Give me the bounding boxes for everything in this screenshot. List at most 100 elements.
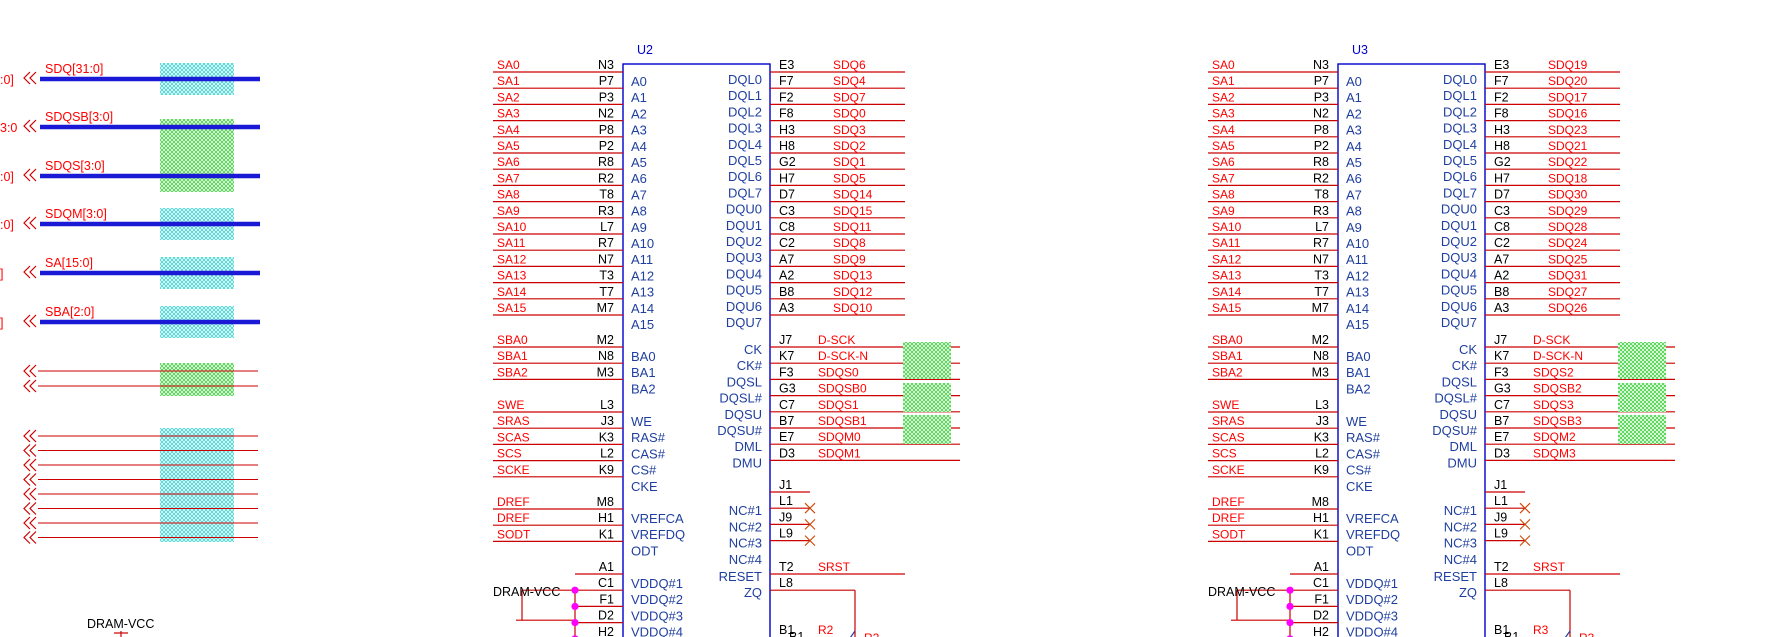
pin-number: G3 <box>1494 382 1511 396</box>
net-label: SDQ19 <box>1548 58 1588 72</box>
net-label: SDQ11 <box>833 220 872 234</box>
pin-number: H1 <box>598 511 614 525</box>
pin-number: L9 <box>1494 527 1508 541</box>
bus-label: SDQS[3:0] <box>45 159 105 173</box>
net-label: SDQ13 <box>833 269 873 283</box>
pin-number: N2 <box>1313 107 1329 121</box>
bus-entry-chevron <box>23 531 37 544</box>
pin-number: T7 <box>599 285 614 299</box>
net-label: SA14 <box>1212 285 1242 299</box>
net-label: SA14 <box>497 285 527 299</box>
pin-name: A7 <box>1346 187 1362 202</box>
no-connect-mark <box>1519 535 1531 546</box>
pin-name: DQL3 <box>1443 121 1477 136</box>
net-label: SA0 <box>497 58 520 72</box>
pin-number: H2 <box>598 625 614 637</box>
net-label: SDQM1 <box>818 446 861 460</box>
junction-dot <box>1286 619 1294 627</box>
net-label: DREF <box>1212 495 1245 509</box>
pin-number: A3 <box>1494 301 1509 315</box>
pin-name: DQL3 <box>728 121 762 136</box>
no-connect-mark <box>1519 502 1531 514</box>
pin-name: A13 <box>1346 285 1369 300</box>
pin-number: J3 <box>1316 414 1329 428</box>
pin-number: D7 <box>779 188 795 202</box>
pin-name: BA1 <box>1346 365 1371 380</box>
pin-name: A0 <box>1346 74 1362 89</box>
pin-name: VDDQ#1 <box>631 576 683 591</box>
pin-name: CKE <box>1346 479 1373 494</box>
pin-name: A4 <box>631 139 647 154</box>
pin-name: A10 <box>631 236 654 251</box>
net-label: SDQ6 <box>833 58 866 72</box>
net-label: DREF <box>497 495 530 509</box>
pin-name: A10 <box>1346 236 1369 251</box>
pin-number: J7 <box>1494 333 1507 347</box>
net-label: SDQSB3 <box>1533 414 1582 428</box>
pin-number: H8 <box>779 139 795 153</box>
pin-number: G2 <box>1494 155 1511 169</box>
pin-name: A5 <box>631 155 647 170</box>
pin-name: DQL0 <box>1443 72 1477 87</box>
bus-entry-chevron <box>23 473 37 486</box>
net-label: SDQM2 <box>1533 430 1576 444</box>
pin-number: D2 <box>1313 609 1329 623</box>
pin-number: H3 <box>779 123 795 137</box>
net-label: SDQS1 <box>818 398 859 412</box>
no-connect-mark <box>804 519 816 530</box>
pin-name: DQSU <box>724 407 762 422</box>
pin-name: DML <box>735 439 762 454</box>
pin-number: L2 <box>1315 447 1329 461</box>
bus-entry-chevron <box>23 444 37 457</box>
net-label: SODT <box>1212 527 1246 541</box>
pin-name: A1 <box>1346 90 1362 105</box>
pin-number: M2 <box>1312 333 1329 347</box>
pin-number: D3 <box>779 446 795 460</box>
no-connect-mark <box>804 535 816 546</box>
net-label: SA10 <box>1212 220 1242 234</box>
pin-name: A9 <box>631 220 647 235</box>
pin-name: DQU1 <box>1441 218 1477 233</box>
pin-number: C8 <box>779 220 795 234</box>
net-label: SA3 <box>497 107 520 121</box>
bus-entry-chevron <box>23 168 37 182</box>
chip-body <box>1337 63 1486 637</box>
pin-name: DQSU# <box>717 423 763 438</box>
pin-name: DQL4 <box>1443 137 1477 152</box>
net-label: SDQSB0 <box>818 382 867 396</box>
net-label: SDQ15 <box>833 204 873 218</box>
pin-name: CK# <box>737 358 763 373</box>
pin-name: DQL6 <box>1443 169 1477 184</box>
pin-name: A4 <box>1346 139 1362 154</box>
pin-number: L3 <box>600 398 614 412</box>
pin-name: DML <box>1450 439 1477 454</box>
pin-name: A15 <box>631 317 654 332</box>
bus-entry-chevron <box>23 265 37 279</box>
pin-number: T3 <box>599 269 614 283</box>
net-label: SWE <box>1212 398 1239 412</box>
pin-number: N3 <box>598 58 614 72</box>
pin-number: F2 <box>779 90 794 104</box>
pin-name: ZQ <box>1459 585 1477 600</box>
pin-number: J7 <box>779 333 792 347</box>
pin-name: VREFDQ <box>631 527 685 542</box>
pin-name: DQSU <box>1439 407 1477 422</box>
hatch-block-green <box>1618 342 1666 379</box>
pin-name: CS# <box>631 463 657 478</box>
pin-number: R7 <box>598 236 614 250</box>
net-label: SDQ22 <box>1548 155 1588 169</box>
bus-entry-panel: :0]SDQ[31:0]3:0SDQSB[3:0]:0]SDQS[3:0]:0]… <box>0 62 260 637</box>
pin-number: R2 <box>1313 171 1329 185</box>
pin-name: DQSL <box>1442 374 1477 389</box>
net-label: SRST <box>1533 560 1566 574</box>
pin-name: A2 <box>1346 106 1362 121</box>
pin-number: M3 <box>1312 365 1329 379</box>
bus-entry-chevron <box>23 364 37 378</box>
net-label: SBA1 <box>497 349 528 363</box>
bus-port-stub: :0] <box>0 73 14 87</box>
pin-number: B1 <box>789 630 804 637</box>
pin-name: WE <box>1346 414 1367 429</box>
pin-name: A3 <box>631 123 647 138</box>
pin-number: T8 <box>599 188 614 202</box>
net-label: SDQ2 <box>833 139 866 153</box>
